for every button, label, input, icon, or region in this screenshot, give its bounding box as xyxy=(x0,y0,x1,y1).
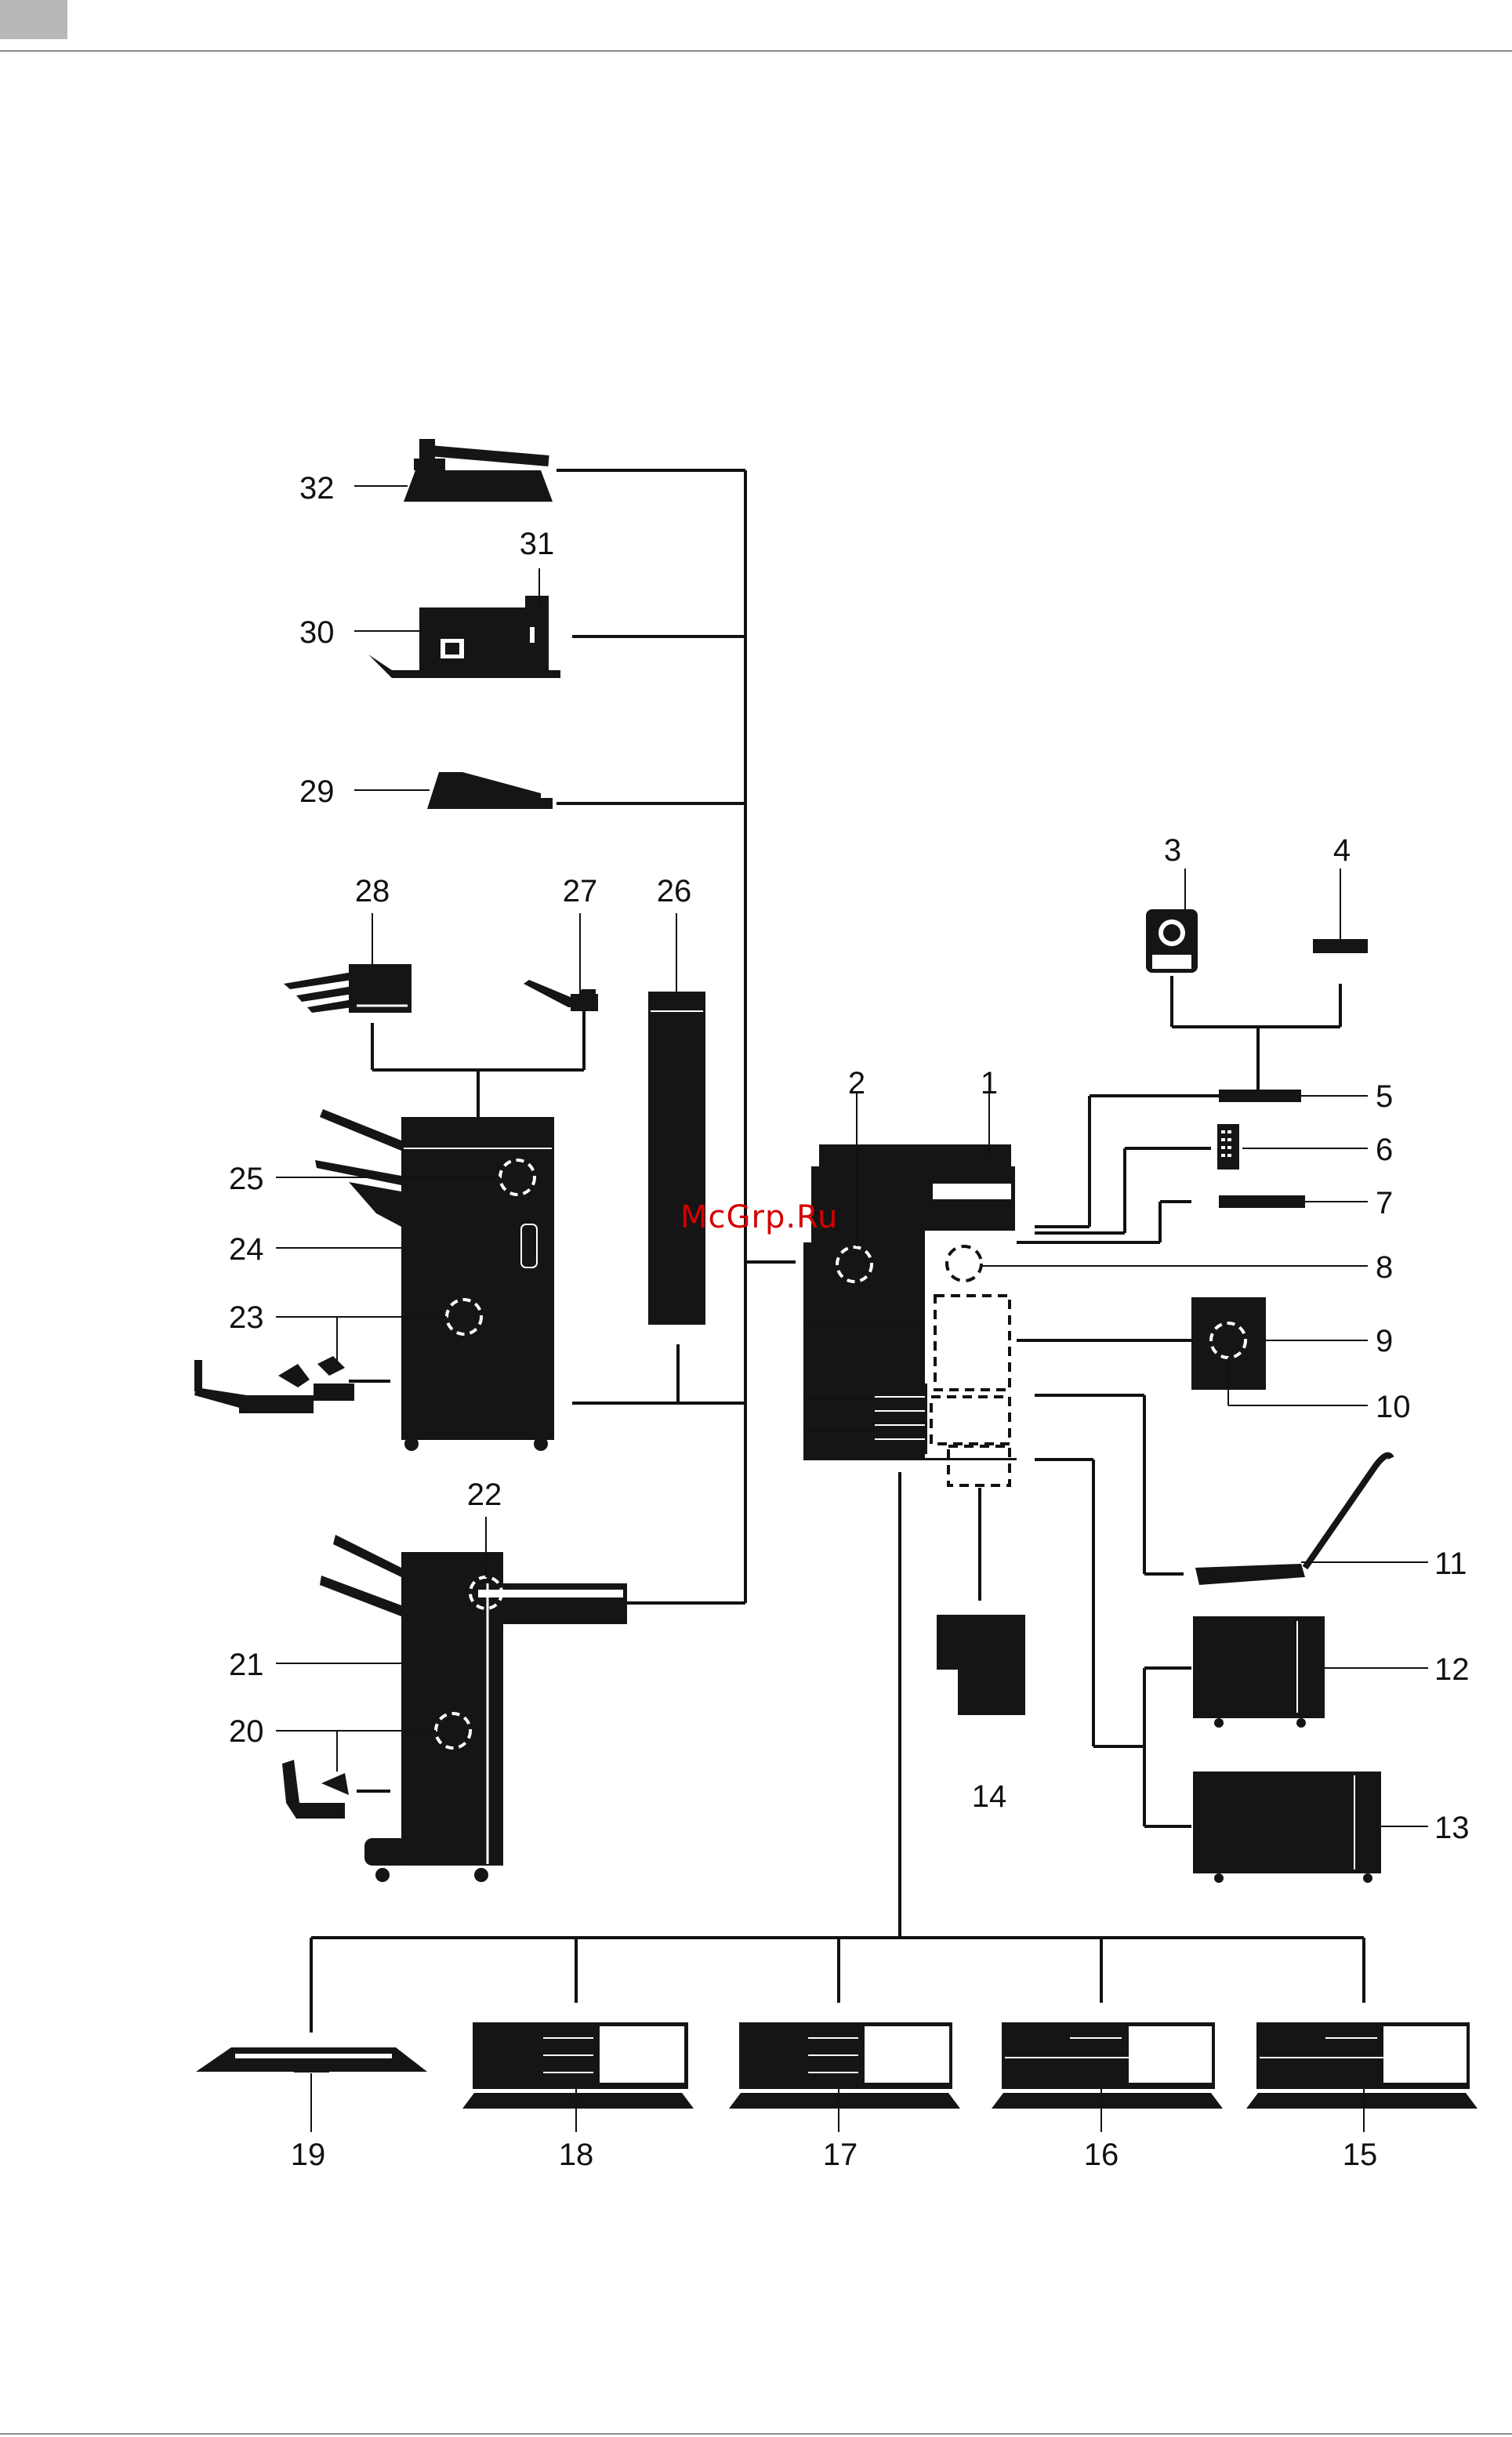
callout-18: 18 xyxy=(559,2138,594,2172)
item-7-unit xyxy=(1219,1195,1305,1208)
item-30-unit xyxy=(368,596,560,678)
callout-4: 4 xyxy=(1333,833,1351,868)
callout-17: 17 xyxy=(823,2138,858,2172)
item-27-unit xyxy=(524,980,598,1011)
item-32-unit xyxy=(404,439,553,502)
callout-28: 28 xyxy=(355,874,390,908)
callout-14: 14 xyxy=(972,1779,1007,1814)
item-29-unit xyxy=(427,772,553,809)
callout-8: 8 xyxy=(1376,1250,1393,1285)
callout-1: 1 xyxy=(981,1066,998,1101)
callout-10: 10 xyxy=(1376,1390,1411,1424)
watermark-text: McGrp.Ru xyxy=(680,1199,838,1235)
callout-20: 20 xyxy=(229,1714,264,1749)
item-23-unit xyxy=(194,1356,390,1413)
item-17-cabinet xyxy=(729,2022,960,2109)
callout-23: 23 xyxy=(229,1300,264,1335)
callout-22: 22 xyxy=(467,1478,502,1512)
callout-32: 32 xyxy=(299,471,335,506)
item-15-cabinet xyxy=(1246,2022,1478,2109)
callout-6: 6 xyxy=(1376,1133,1393,1167)
callout-26: 26 xyxy=(657,874,692,908)
item-12-unit xyxy=(1193,1616,1325,1728)
item-11-tray xyxy=(1195,1456,1391,1585)
item-3-reader xyxy=(1146,909,1198,973)
callout-29: 29 xyxy=(299,774,335,809)
callout-25: 25 xyxy=(229,1162,264,1196)
item-5-unit xyxy=(1219,1090,1301,1102)
item-13-unit xyxy=(1193,1772,1381,1883)
item-4-unit xyxy=(1313,939,1368,953)
callout-2: 2 xyxy=(848,1066,865,1101)
callout-15: 15 xyxy=(1343,2138,1378,2172)
callout-3: 3 xyxy=(1164,833,1181,868)
item-14-unit xyxy=(937,1615,1025,1715)
item-26-unit xyxy=(648,992,705,1325)
callout-9: 9 xyxy=(1376,1324,1393,1358)
callout-7: 7 xyxy=(1376,1186,1393,1220)
callout-12: 12 xyxy=(1434,1652,1470,1687)
item-21-finisher xyxy=(320,1535,627,1882)
main-unit xyxy=(803,1144,1017,1485)
item-6-keypad xyxy=(1217,1124,1239,1170)
callout-30: 30 xyxy=(299,615,335,650)
callout-16: 16 xyxy=(1084,2138,1119,2172)
item-16-cabinet xyxy=(992,2022,1223,2109)
callout-21: 21 xyxy=(229,1648,264,1682)
item-19-base xyxy=(196,2047,427,2073)
callout-13: 13 xyxy=(1434,1811,1470,1845)
callout-19: 19 xyxy=(291,2138,326,2172)
callout-27: 27 xyxy=(563,874,598,908)
callout-11: 11 xyxy=(1434,1547,1467,1581)
item-18-cabinet xyxy=(462,2022,694,2109)
footer-rule xyxy=(0,2433,1512,2435)
item-28-unit xyxy=(284,964,412,1013)
callout-5: 5 xyxy=(1376,1079,1393,1114)
callout-31: 31 xyxy=(520,527,555,561)
callout-24: 24 xyxy=(229,1232,264,1267)
